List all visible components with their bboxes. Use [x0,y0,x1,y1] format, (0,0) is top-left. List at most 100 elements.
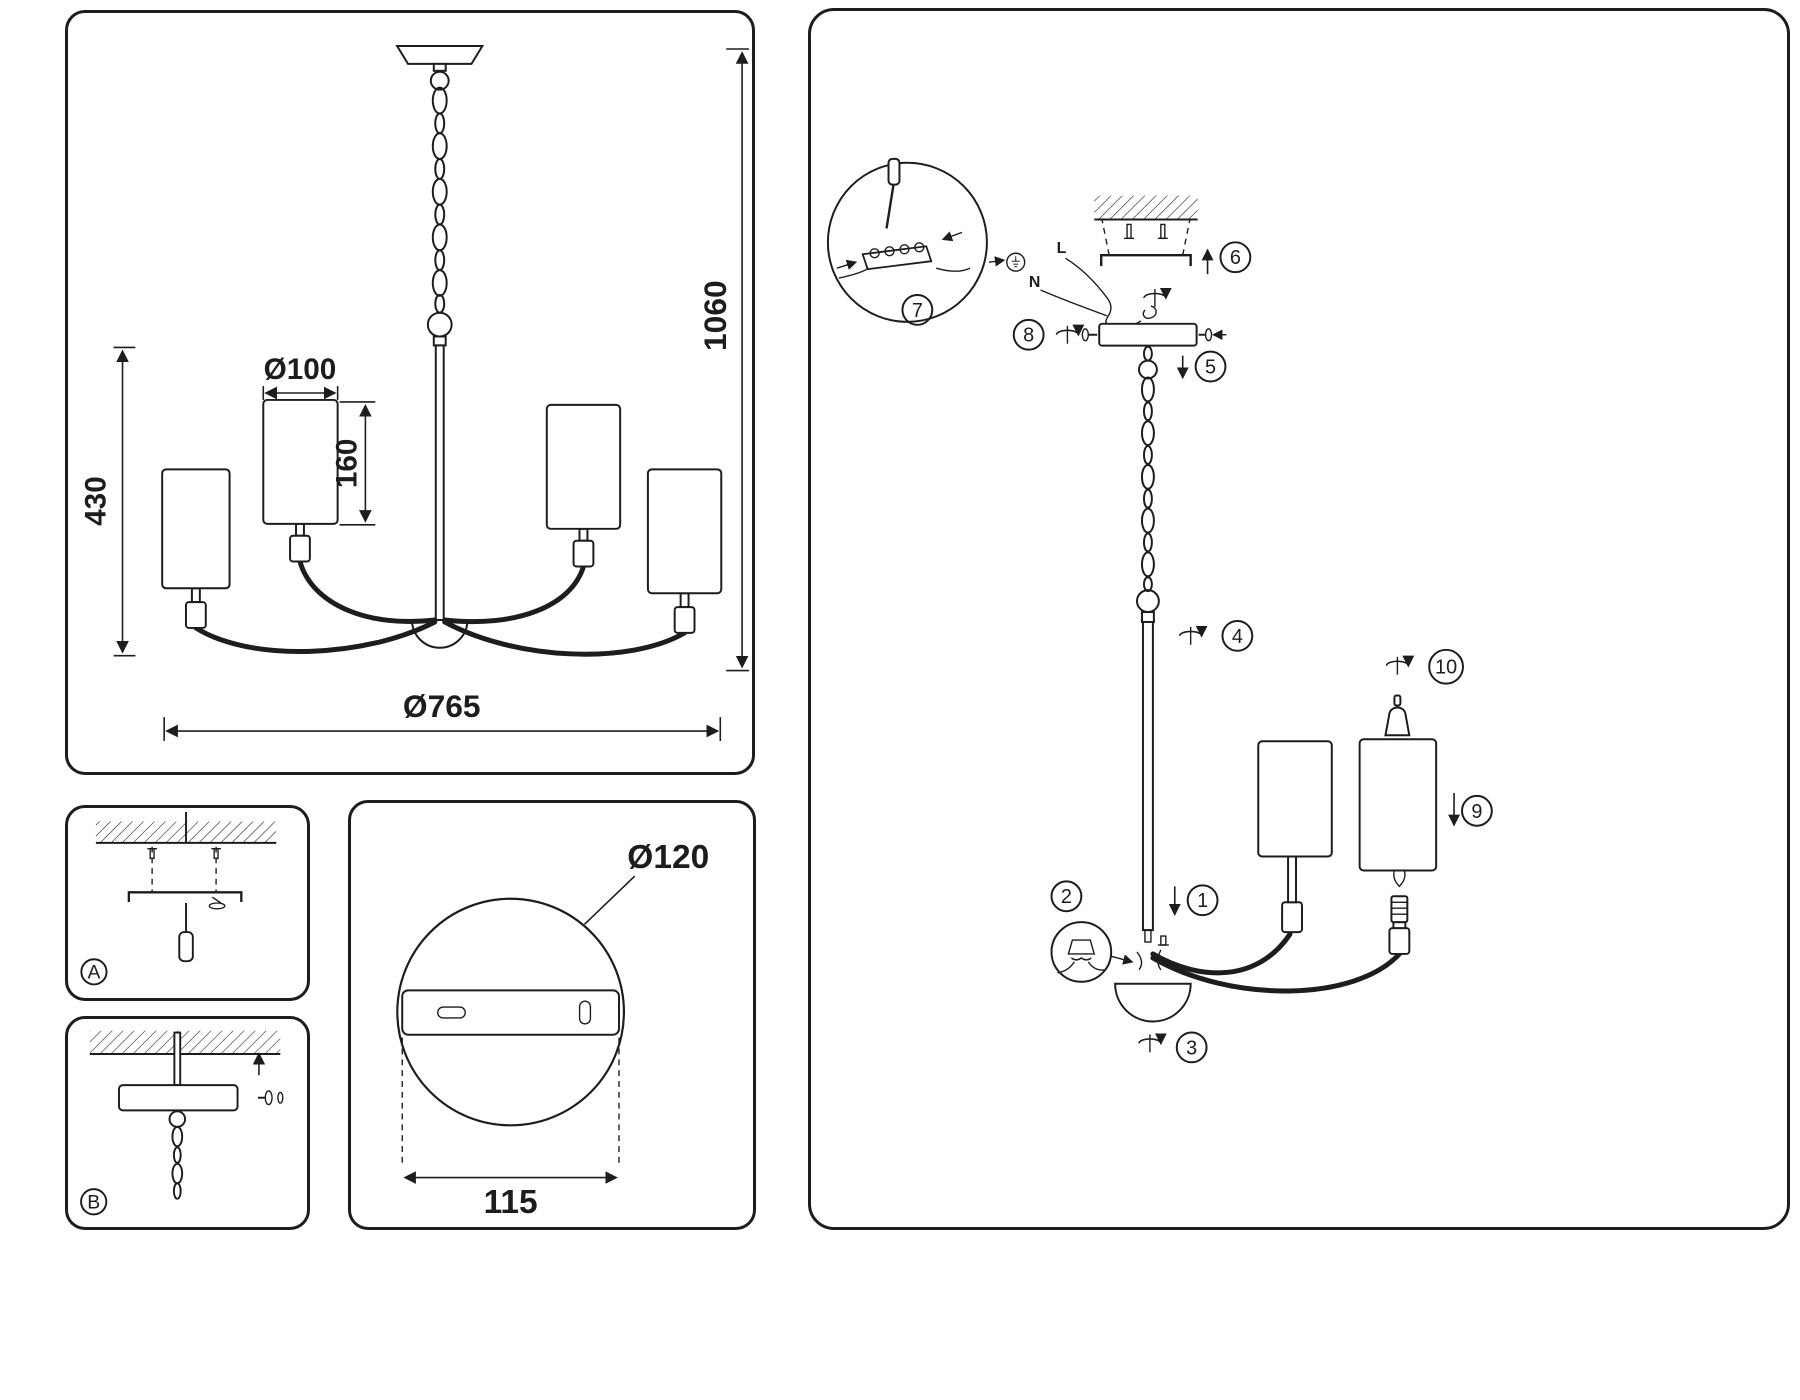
ground-symbol [1006,252,1026,272]
step-4-number: 4 [1232,626,1243,648]
diameter-leader-line [583,875,636,925]
step-5-badge [1194,350,1227,383]
arm-inner [1150,931,1293,976]
step-9-badge [1461,794,1493,827]
panel-a-badge [80,958,108,986]
dim-overall-height-label: 1060 [697,280,733,351]
hanging-rod [173,1031,182,1087]
connector-leader-arrow [1109,954,1134,965]
ceiling-hatch [1094,195,1198,220]
dim-disc-diameter-label: Ø120 [627,839,709,876]
wire-neutral-label: N [1029,274,1040,291]
dim-overall-diameter-label: Ø765 [403,688,481,724]
rotate-icon-canopy-hook [1144,289,1166,307]
bracket-detail-drawing: Ø120 115 [396,839,709,1221]
dimension-overall-diameter: Ø765 [163,688,722,741]
assembly-drawing: 6 L N [826,157,1493,1064]
anchor-screws [1124,223,1168,240]
step-7-badge [901,293,934,326]
step-6-number: 6 [1230,247,1241,269]
screwdriver [178,903,194,963]
dimension-shade-diameter: Ø100 [262,353,339,400]
dim-shade-height-label: 160 [330,439,363,489]
step-8-number: 8 [1023,325,1034,347]
step-10-badge [1428,648,1464,685]
finial [1384,706,1411,737]
center-rod [434,344,445,622]
canopy-hook [1142,305,1157,319]
dimension-fixture-height: 430 [80,346,136,657]
panel-b-label: B [87,1192,100,1214]
chandelier-dimension-drawing: Ø100 160 430 1060 [80,45,750,741]
top-ring [429,70,450,91]
inner-lamp [1257,740,1333,934]
rod-collar [1140,611,1155,623]
mounting-bracket [127,891,243,903]
ceiling-canopy [395,45,485,65]
step-1-badge [1186,884,1219,917]
wire-connector [1057,939,1106,974]
bottom-cap [1114,982,1192,1023]
wall-anchors [147,848,221,860]
step-1-number: 1 [1197,890,1208,912]
mounting-step-b-panel: B [65,1016,310,1230]
arm-outer [1150,951,1402,994]
bulb-socket [1390,895,1409,924]
step-3-number: 3 [1186,1037,1197,1059]
step-2-badge [1050,880,1083,913]
center-rod [1141,620,1154,932]
step-7-number: 7 [912,300,923,322]
rotate-icon-bottom-cap [1139,1034,1161,1052]
mounting-bracket [1100,254,1192,267]
panel-b-badge [80,1188,108,1216]
terminal-block [861,242,933,271]
step-4-badge [1221,619,1254,652]
arms [193,559,688,657]
dim-shade-diameter-label: Ø100 [264,353,337,386]
step-10-number: 10 [1435,657,1457,679]
candle-cups [184,522,696,634]
canopy-side-screws [1081,328,1227,342]
canopy-plate [118,1084,239,1112]
anchor-projection-lines [151,846,217,892]
mounting-step-b-drawing: B [80,1030,284,1216]
bracket-detail-panel: Ø120 115 [348,800,756,1230]
rotate-icon-rod [1180,627,1202,645]
lamp-shades [161,398,723,595]
dim-fixture-height-label: 430 [80,476,113,526]
outer-shade [1358,738,1438,872]
chain [431,86,448,314]
step-2-number: 2 [1061,886,1072,908]
step-6-badge [1219,241,1252,274]
hanger-ring [426,311,453,338]
mounting-step-a-drawing: A [80,811,277,986]
bottom-cap [410,619,469,649]
rod-end-fittings [1144,929,1169,946]
side-screw [257,1090,284,1106]
ring-and-chain [168,1110,187,1200]
rotate-icon-left-screw [1056,326,1078,344]
step-3-badge [1175,1031,1208,1064]
step-5-number: 5 [1205,357,1216,379]
step-8-badge [1012,318,1045,351]
step-9-number: 9 [1471,801,1482,823]
assembly-panel: 6 L N [808,8,1790,1230]
terminal-wires-and-arrows [836,231,971,279]
oval-hole [578,1000,592,1025]
rotate-icon-finial [1386,657,1408,675]
wire-live-label: L [1057,240,1067,257]
supply-wires [1040,257,1142,329]
terminal-screwdriver [885,157,901,229]
connector-detail-circle [1050,921,1113,983]
dimension-overall-height: 1060 [697,48,750,672]
dim-hole-spacing-label: 115 [484,1184,538,1221]
chandelier-drawing [161,45,723,657]
dimension-shade-height: 160 [330,401,376,526]
slot-hole [437,1006,466,1019]
detail-leader-arrow [988,256,1006,267]
screw-and-washer [208,896,226,910]
mounting-bar [401,989,620,1036]
canopy [1098,322,1198,347]
ceiling-hatch [89,1030,281,1054]
